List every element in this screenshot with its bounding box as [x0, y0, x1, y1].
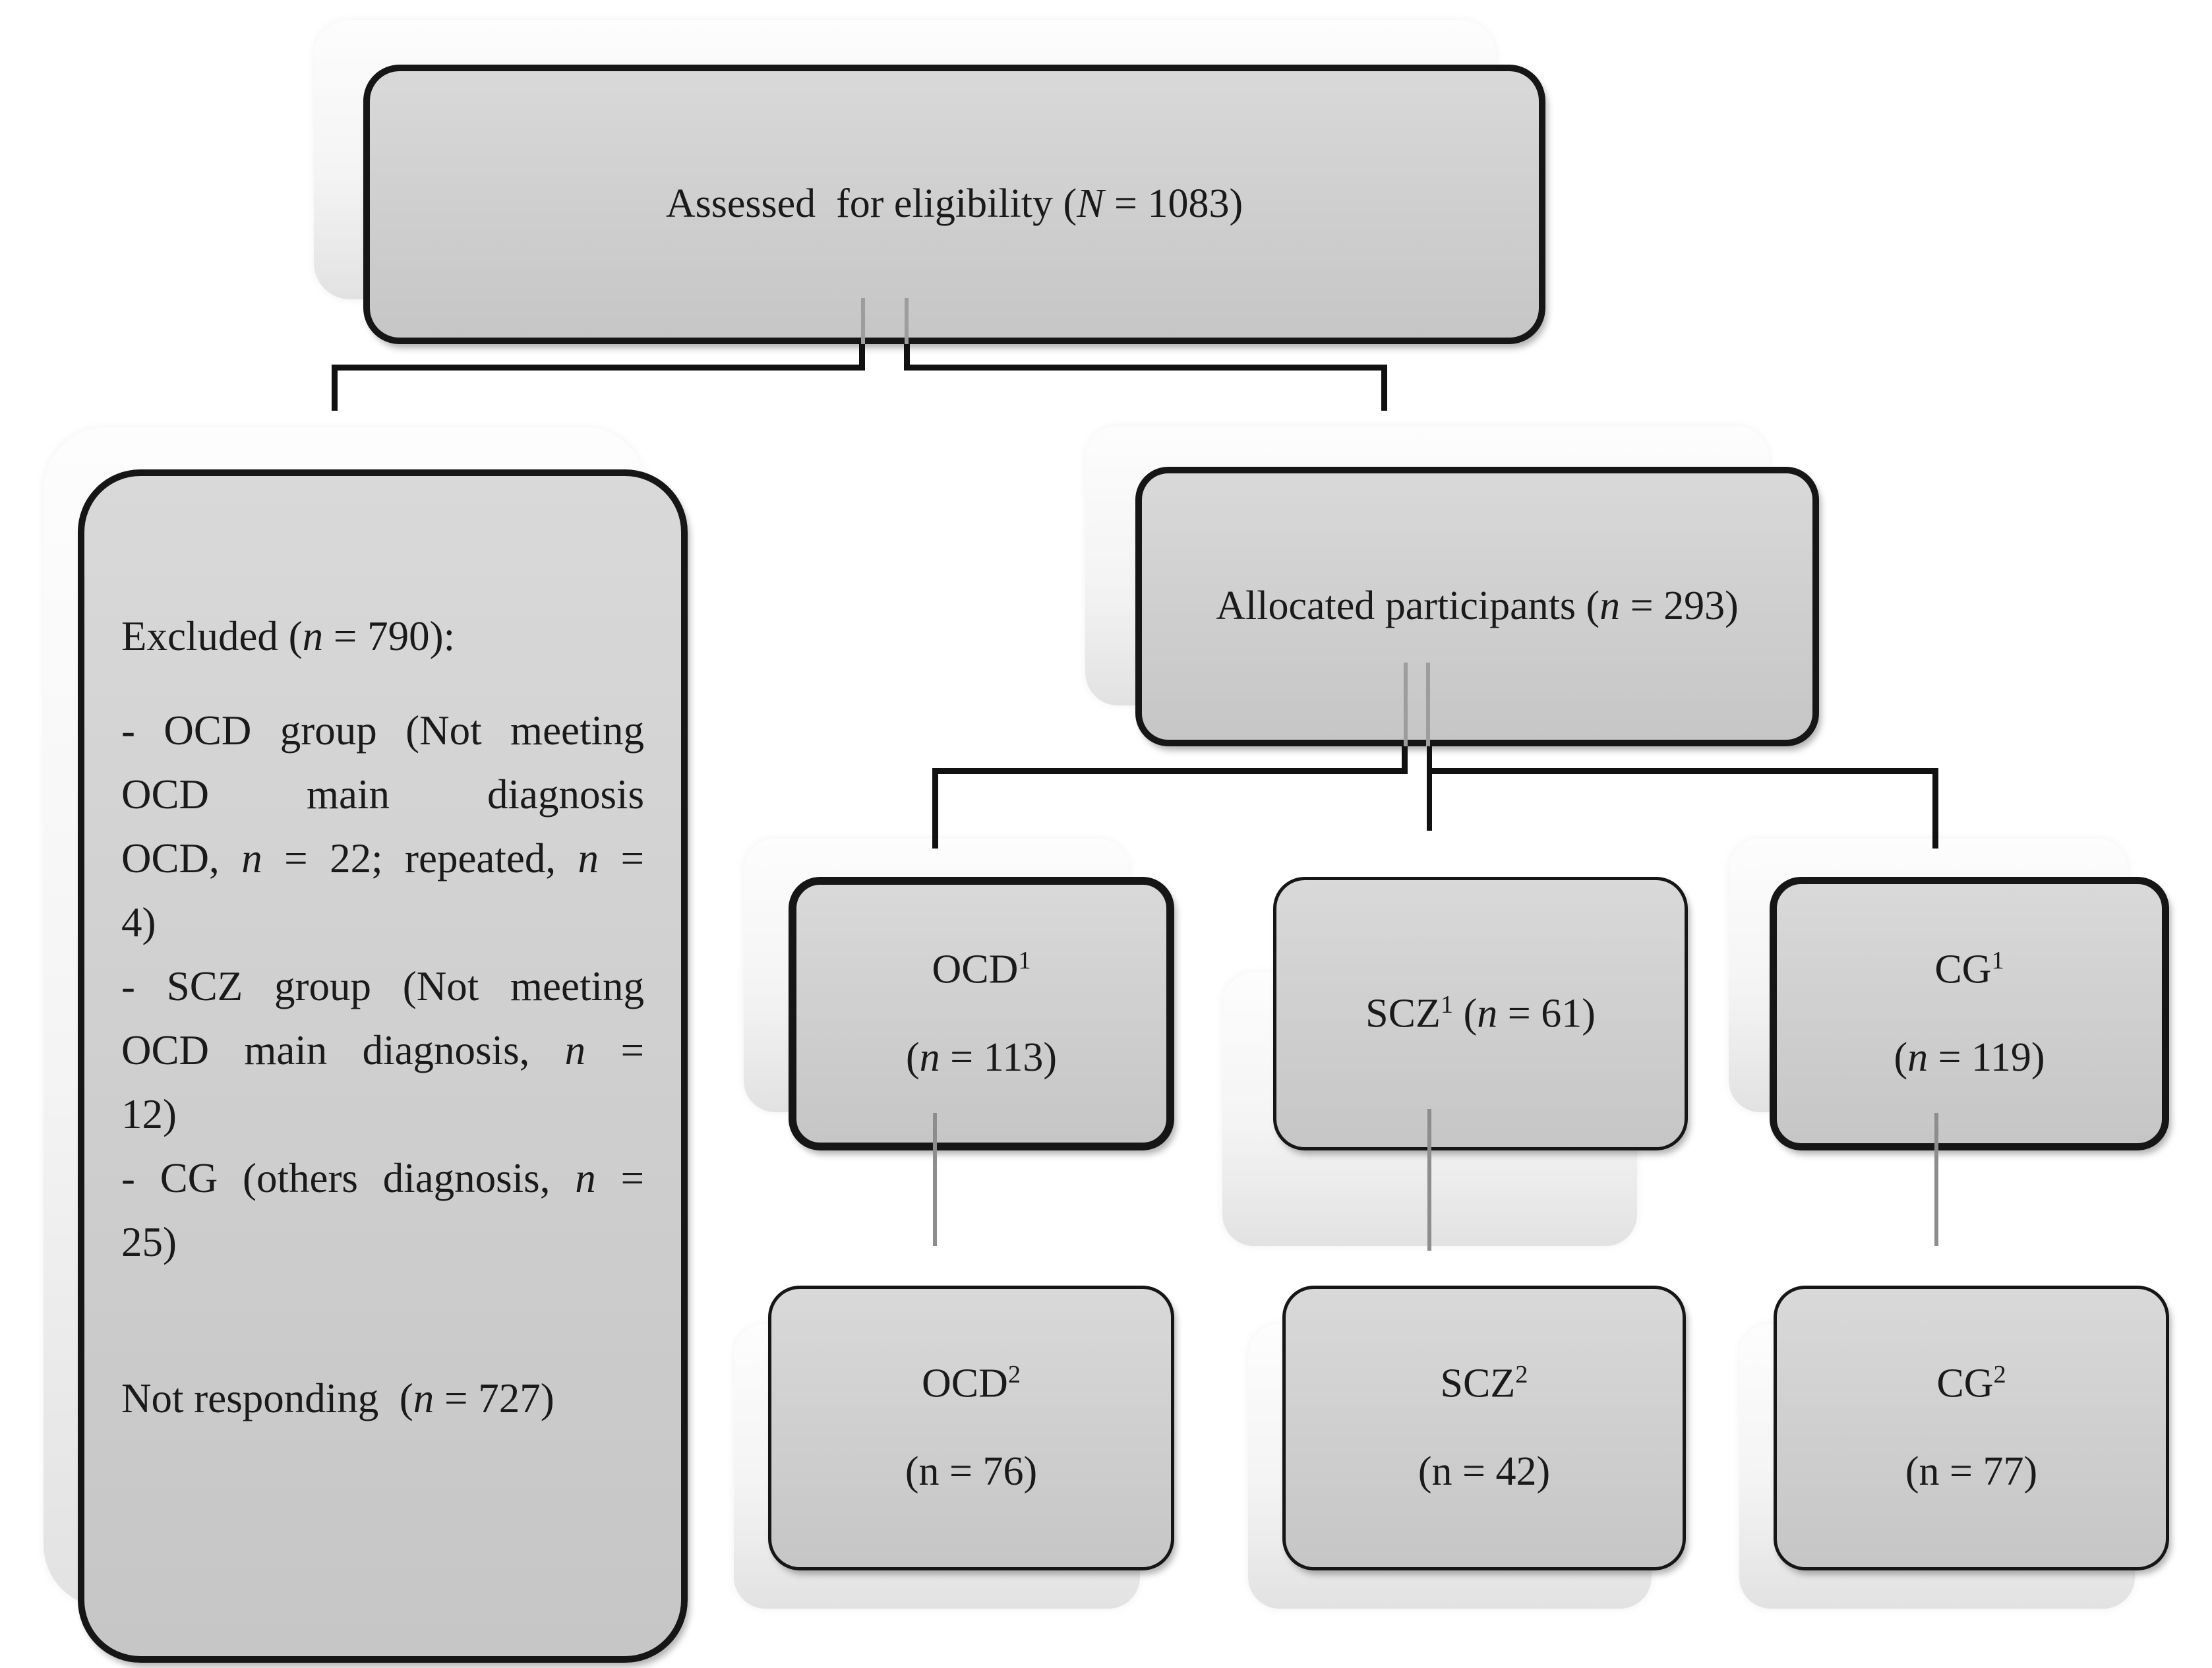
- node-assessed-eligibility: Assessed for eligibility (N = 1083): [363, 65, 1545, 344]
- excluded-line: 12): [121, 1091, 177, 1137]
- node-cg1: CG1 (n = 119): [1770, 877, 2169, 1150]
- connector-top-stub-left: [859, 342, 865, 371]
- excluded-line: - CG (others diagnosis, n =: [121, 1155, 645, 1201]
- connector-drop-to-scz1: [1427, 745, 1432, 831]
- cg1-count: (n = 119): [1894, 1034, 2045, 1080]
- excluded-line: 25): [121, 1219, 177, 1265]
- node-cg2: CG2 (n = 77): [1774, 1286, 2169, 1570]
- node-ocd1: OCD1 (n = 113): [789, 877, 1174, 1150]
- connector-drop-to-excluded: [332, 365, 338, 411]
- node-scz2: SCZ2 (n = 42): [1282, 1286, 1686, 1570]
- assessed-label: Assessed for eligibility (N = 1083): [665, 181, 1243, 227]
- excluded-line: - OCD group (Not meeting: [121, 707, 644, 754]
- scz1-label: SCZ1 (n = 61): [1365, 990, 1596, 1036]
- excluded-line: - SCZ group (Not meeting: [121, 963, 644, 1009]
- cg2-label: CG2: [1936, 1361, 2006, 1407]
- connector-ocd1-to-ocd2: [933, 1113, 937, 1246]
- node-ocd2: OCD2 (n = 76): [768, 1286, 1174, 1570]
- connector-top-bracket-right: [910, 365, 1387, 371]
- node-scz1: SCZ1 (n = 61): [1273, 877, 1688, 1150]
- excluded-heading: Excluded (n = 790):: [121, 613, 456, 659]
- connector-drop-to-allocated: [1381, 365, 1387, 411]
- cg1-label: CG1: [1934, 946, 2004, 992]
- connector-allocated-inner-stub-left: [1404, 663, 1408, 746]
- ocd2-count: (n = 76): [905, 1449, 1038, 1495]
- connector-allocated-bracket-right: [1432, 768, 1938, 774]
- connector-drop-to-ocd1: [932, 768, 938, 849]
- scz2-label: SCZ2: [1440, 1361, 1528, 1407]
- connector-top-bracket-left: [332, 365, 860, 371]
- ocd1-label: OCD1: [932, 946, 1031, 992]
- node-allocated-participants: Allocated participants (n = 293): [1135, 467, 1819, 746]
- connector-drop-to-cg1: [1932, 768, 1938, 849]
- node-excluded: Excluded (n = 790): - OCD group (Not mee…: [78, 469, 688, 1663]
- ocd2-label: OCD2: [921, 1361, 1021, 1407]
- connector-allocated-inner-stub-right: [1426, 663, 1430, 746]
- excluded-line: 4): [121, 899, 156, 945]
- excluded-line: OCD, n = 22; repeated, n =: [121, 835, 645, 881]
- scz2-count: (n = 42): [1418, 1449, 1551, 1495]
- connector-allocated-stub-left: [1402, 745, 1408, 774]
- excluded-line: OCD main diagnosis, n =: [121, 1027, 644, 1073]
- connector-cg1-to-cg2: [1934, 1113, 1938, 1246]
- cg2-count: (n = 77): [1905, 1449, 2038, 1495]
- excluded-line: OCD main diagnosis: [121, 771, 644, 818]
- connector-allocated-bracket-left: [932, 768, 1402, 774]
- connector-scz1-to-scz2: [1427, 1109, 1431, 1251]
- excluded-not-responding: Not responding (n = 727): [121, 1375, 554, 1421]
- connector-top-inner-stub-left: [861, 298, 865, 344]
- allocated-label: Allocated participants (n = 293): [1216, 583, 1739, 629]
- connector-top-inner-stub-right: [905, 298, 909, 344]
- ocd1-count: (n = 113): [906, 1034, 1057, 1080]
- connector-top-stub-right: [904, 342, 910, 371]
